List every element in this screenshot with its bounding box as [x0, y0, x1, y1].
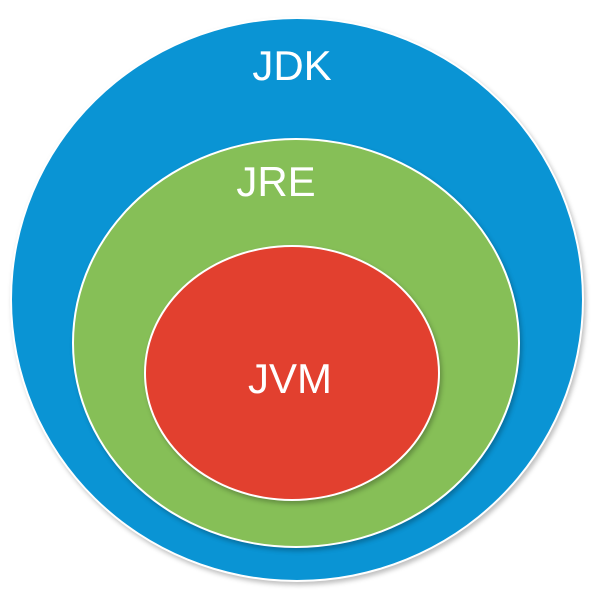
jvm-label: JVM: [248, 355, 332, 402]
jvm-circle: [144, 245, 440, 501]
jre-label: JRE: [236, 158, 316, 205]
jdk-label: JDK: [252, 42, 332, 89]
